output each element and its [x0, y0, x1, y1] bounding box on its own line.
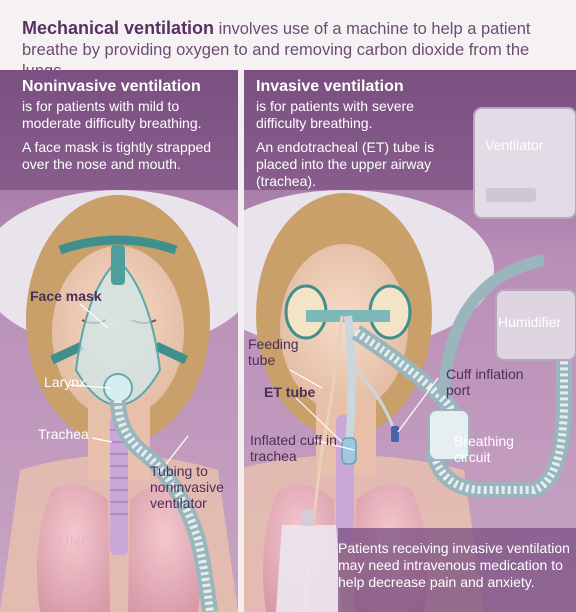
invasive-title: Invasive ventilation — [256, 78, 404, 96]
et-tube-shape — [348, 316, 352, 450]
intro-lead: Mechanical ventilation — [22, 18, 214, 38]
breathing-circuit-label: Breathing circuit — [454, 433, 524, 465]
invasive-description: is for patients with severe difficulty b… — [256, 98, 456, 132]
medication-note: Patients receiving invasive ventilation … — [338, 540, 576, 591]
invasive-panel: Invasive ventilation is for patients wit… — [244, 70, 576, 612]
cuff-inflation-port-label: Cuff inflation port — [446, 366, 546, 398]
tubing-label: Tubing to noninvasive ventilator — [150, 463, 235, 511]
ventilator-label: Ventilator — [485, 137, 543, 153]
invasive-detail: An endotracheal (ET) tube is placed into… — [256, 139, 441, 190]
noninvasive-description: is for patients with mild to moderate di… — [22, 98, 232, 132]
humidifier-label: Humidifier — [498, 314, 561, 330]
feeding-tube-label: Feeding tube — [248, 336, 308, 368]
lung-label: LUNG — [50, 533, 93, 549]
header-banner: Mechanical ventilation involves use of a… — [0, 0, 576, 70]
face-mask-label: Face mask — [30, 288, 102, 304]
noninvasive-title: Noninvasive ventilation — [22, 78, 201, 96]
iv-bag-shape — [276, 525, 342, 612]
noninvasive-panel: Noninvasive ventilation is for patients … — [0, 70, 238, 612]
et-tube-label: ET tube — [264, 384, 315, 400]
larynx-label: Larynx — [44, 374, 86, 390]
trachea-label: Trachea — [38, 426, 89, 442]
noninvasive-detail: A face mask is tightly strapped over the… — [22, 139, 232, 173]
inflated-cuff-label: Inflated cuff in trachea — [250, 432, 350, 464]
